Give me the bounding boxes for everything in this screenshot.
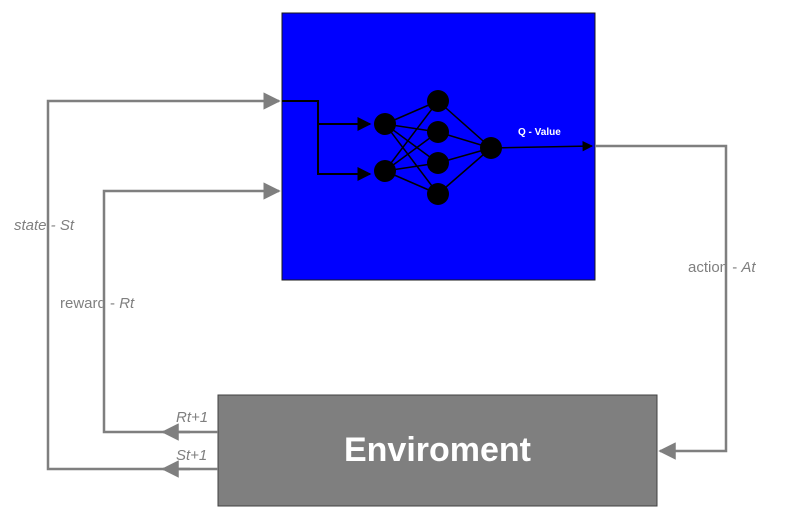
input-wire-1 [282, 100, 372, 131]
reward-label-prefix: reward - [60, 295, 120, 312]
hidden-node-1 [427, 90, 449, 112]
next-reward-label: Rt+1 [176, 409, 209, 426]
hidden-node-4 [427, 183, 449, 205]
hidden-node-2 [427, 121, 449, 143]
reward-loop-arrow [102, 182, 281, 434]
action-label: action - At [688, 259, 756, 276]
next-state-label: St+1 [176, 447, 208, 464]
input-node-1 [374, 113, 396, 135]
hidden-node-3 [427, 152, 449, 174]
action-label-prefix: action - [688, 259, 742, 276]
state-label: state - St [14, 217, 74, 234]
state-label-var: St [59, 217, 75, 234]
q-value-output-line [490, 140, 594, 152]
q-value-label: Q - Value [518, 127, 561, 138]
input-node-2 [374, 160, 396, 182]
reward-label: reward - Rt [60, 295, 134, 312]
output-node [480, 137, 502, 159]
input-wire-2 [317, 124, 372, 181]
network-nodes [374, 90, 502, 205]
reward-label-var: Rt [119, 295, 135, 312]
environment-label: Enviroment [343, 431, 532, 469]
environment-box [217, 394, 658, 507]
state-loop-arrow [46, 92, 281, 471]
state-label-prefix: state - [14, 217, 60, 234]
action-label-var: At [741, 259, 756, 276]
action-loop-arrow [595, 144, 728, 460]
